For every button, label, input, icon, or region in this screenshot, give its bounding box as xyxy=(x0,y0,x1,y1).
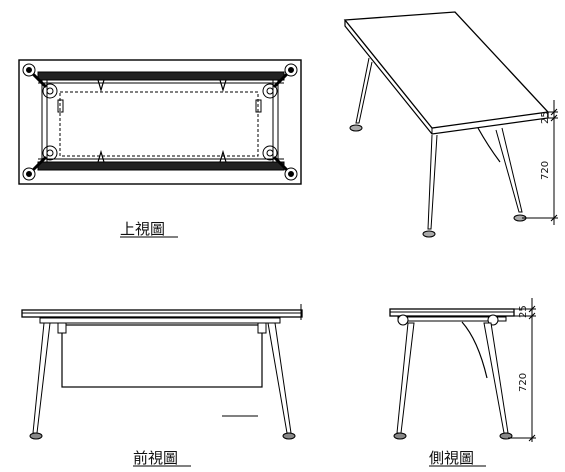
front-view-foot xyxy=(282,432,296,440)
top-view-leg-bracket xyxy=(42,83,278,161)
iso-view-foot xyxy=(349,124,363,132)
side-view xyxy=(389,298,536,442)
top-view-label: 上視圖 xyxy=(120,220,165,238)
front-view-foot xyxy=(29,432,43,440)
side-dim-thickness: 25 xyxy=(518,305,529,318)
front-view-leg xyxy=(32,322,51,434)
iso-dim-thickness: 25 xyxy=(540,111,551,124)
iso-view-leg xyxy=(427,134,438,230)
front-view-leg xyxy=(267,322,292,434)
top-view-drawer-handle-right xyxy=(255,99,262,113)
top-view-drawer xyxy=(59,91,259,157)
iso-view xyxy=(343,11,558,238)
side-dim-leg-height: 720 xyxy=(518,373,529,392)
iso-view-foot xyxy=(422,230,436,238)
front-view xyxy=(21,304,303,440)
iso-view-tabletop xyxy=(343,11,550,129)
front-view-label: 前視圖 xyxy=(133,449,178,467)
side-view-leg xyxy=(396,322,415,434)
top-view-leg-foot xyxy=(22,63,298,181)
top-view-tabletop-outline xyxy=(18,59,302,185)
top-view-rail-front xyxy=(37,161,285,171)
top-view-bracket xyxy=(97,79,227,163)
top-view-rail-back xyxy=(37,71,285,81)
iso-view-leg xyxy=(355,57,373,124)
top-view-drawer-handle-left xyxy=(57,99,64,113)
top-view xyxy=(18,59,302,185)
side-view-leg xyxy=(483,322,509,434)
iso-view-leg xyxy=(495,127,523,213)
side-view-foot xyxy=(393,432,407,440)
side-view-label: 側視圖 xyxy=(429,449,474,467)
front-view-drawer xyxy=(61,324,263,388)
front-view-rail xyxy=(39,317,281,324)
iso-dim-leg-height: 720 xyxy=(540,161,551,180)
